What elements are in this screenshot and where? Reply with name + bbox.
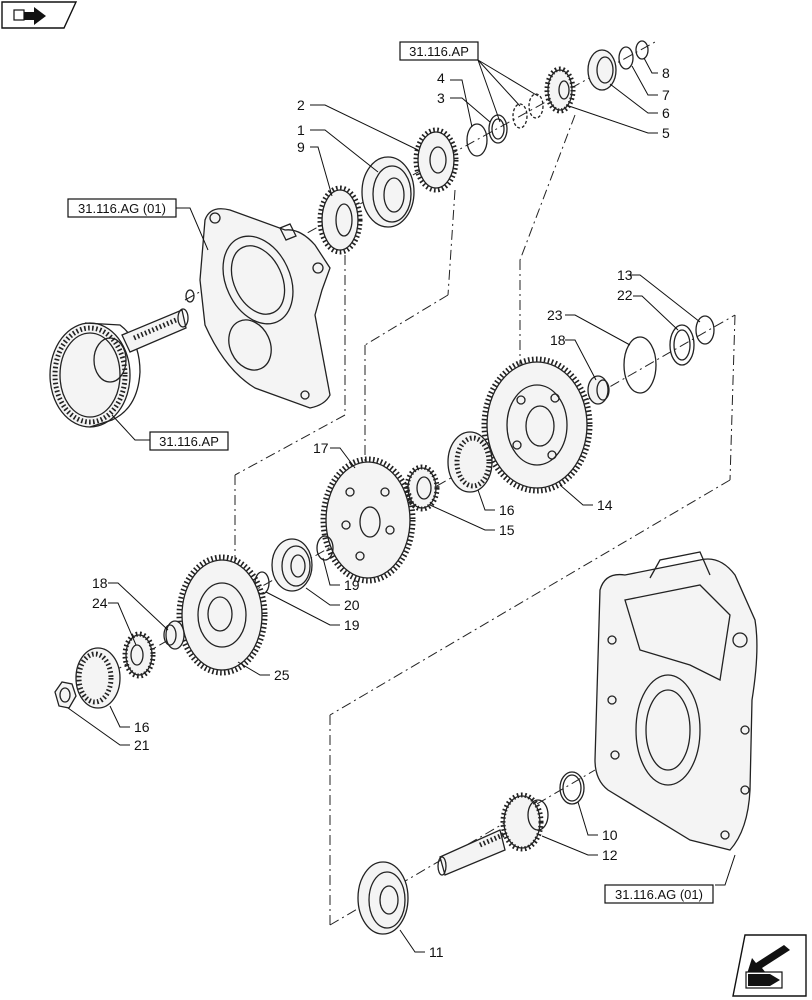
label-18-upper: 18 (550, 332, 566, 348)
svg-text:31.116.AG (01): 31.116.AG (01) (615, 887, 703, 902)
o-ring-10 (559, 771, 585, 805)
snap-rings-ap (512, 93, 544, 129)
svg-text:31.116.AP: 31.116.AP (409, 44, 469, 59)
bearing-1 (361, 156, 415, 228)
svg-text:31.116.AP: 31.116.AP (159, 434, 219, 449)
svg-text:31.116.AG (01): 31.116.AG (01) (78, 201, 166, 216)
next-page-arrow-icon[interactable] (1, 1, 78, 29)
label-16-lower: 16 (134, 719, 150, 735)
label-23: 23 (547, 307, 563, 323)
synchronizer-16-lower (75, 647, 121, 709)
hub-24 (122, 631, 156, 679)
ring-4 (488, 114, 508, 144)
bushing-18-upper (587, 375, 610, 405)
upper-gear-housing (199, 208, 331, 409)
label-14: 14 (597, 497, 613, 513)
label-9: 9 (297, 139, 305, 155)
label-1: 1 (297, 122, 305, 138)
bearing-20 (271, 538, 313, 592)
lower-transmission-housing (594, 551, 758, 851)
label-17: 17 (313, 440, 329, 456)
label-16-upper: 16 (499, 502, 515, 518)
ref-box-ap-top[interactable]: 31.116.AP (399, 41, 479, 61)
ring-7 (618, 46, 634, 70)
label-22: 22 (617, 287, 633, 303)
gear-2 (413, 127, 459, 193)
bearing-6 (587, 49, 617, 91)
label-2: 2 (297, 97, 305, 113)
label-19-lower: 19 (344, 617, 360, 633)
label-7: 7 (662, 87, 670, 103)
ring-19-upper (316, 535, 334, 561)
ring-8 (635, 40, 649, 60)
ref-box-ag-left[interactable]: 31.116.AG (01) (67, 198, 177, 218)
label-12: 12 (602, 847, 618, 863)
previous-page-arrow-icon[interactable] (732, 934, 807, 997)
gear-25 (176, 554, 268, 676)
ring-3 (466, 123, 488, 157)
label-4: 4 (437, 70, 445, 86)
ring-13 (695, 315, 715, 345)
label-5: 5 (662, 125, 670, 141)
nut-21 (54, 681, 77, 709)
label-15: 15 (499, 522, 515, 538)
bearing-11 (357, 861, 409, 935)
ref-box-ap-left[interactable]: 31.116.AP (149, 431, 229, 451)
gear-9 (317, 185, 363, 255)
label-25: 25 (274, 667, 290, 683)
label-21: 21 (134, 737, 150, 753)
gear-5 (544, 66, 576, 114)
label-24: 24 (92, 595, 108, 611)
label-10: 10 (602, 827, 618, 843)
label-20: 20 (344, 597, 360, 613)
drum-shaft-assembly (49, 289, 195, 428)
part-labels: 2 1 9 4 3 8 7 6 5 13 22 23 18 14 16 15 1… (92, 65, 670, 960)
leader-lines (67, 57, 736, 953)
label-8: 8 (662, 65, 670, 81)
bushing-18-lower (163, 620, 185, 650)
label-3: 3 (437, 90, 445, 106)
ring-22 (669, 324, 695, 366)
label-11: 11 (429, 944, 444, 960)
synchronizer-16-upper (447, 431, 493, 493)
ring-23 (623, 336, 657, 394)
ref-box-ag-bottom[interactable]: 31.116.AG (01) (604, 884, 714, 904)
gear-14 (481, 356, 593, 494)
label-6: 6 (662, 105, 670, 121)
label-19-upper: 19 (344, 577, 360, 593)
label-13: 13 (617, 267, 633, 283)
shaft-12 (437, 792, 549, 876)
gear-17 (320, 456, 416, 584)
label-18-lower: 18 (92, 575, 108, 591)
hub-15 (404, 464, 440, 512)
